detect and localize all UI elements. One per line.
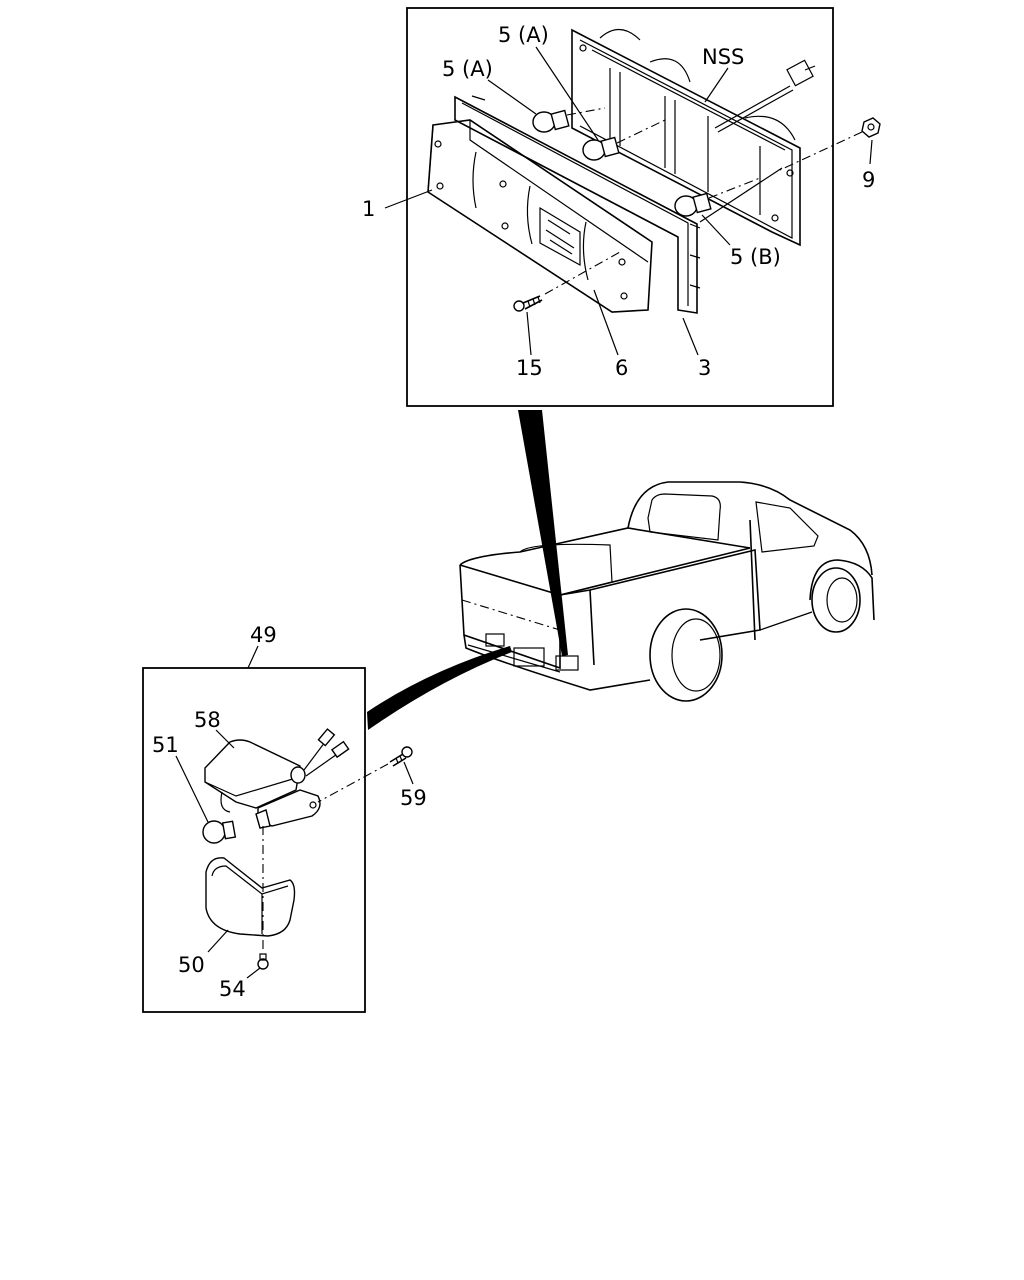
- rear-lamp-inset: 1 3 6 15 5 (A) 5 (A) 5 (B) NSS 9: [362, 7, 881, 407]
- license-lamp-body: [204, 728, 350, 813]
- lamp-lens: [427, 119, 653, 313]
- callout-15: 15: [516, 356, 543, 380]
- callout-6: 6: [615, 356, 628, 380]
- callout-5a-left: 5 (A): [442, 57, 493, 81]
- rear-lamp-inset-frame: [406, 7, 834, 407]
- bulb-5a-top: [582, 136, 620, 161]
- callout-54: 54: [219, 977, 246, 1001]
- leader-3: [682, 317, 699, 356]
- leader-nss: [704, 67, 729, 103]
- leader-6: [593, 289, 619, 356]
- bulb-5a-left: [532, 109, 570, 133]
- callout-nss: NSS: [702, 45, 744, 69]
- nut-9: [861, 117, 881, 138]
- leader-5a-left: [487, 79, 537, 115]
- pointer-wedge-top: [518, 410, 568, 656]
- bulb-51: [202, 820, 237, 844]
- leader-15: [526, 311, 532, 356]
- callout-59: 59: [400, 786, 427, 810]
- lamp-gasket: [454, 95, 701, 314]
- leader-5b: [701, 214, 731, 246]
- screw-15: [513, 295, 543, 312]
- license-lamp-inset: 49 58 51 50 54 59: [142, 623, 427, 1013]
- leader-49: [247, 645, 259, 669]
- leader-5a-top: [535, 46, 599, 141]
- bulb-5b: [674, 192, 712, 217]
- license-lamp-bracket: [255, 789, 321, 829]
- screw-54: [257, 953, 269, 970]
- callout-50: 50: [178, 953, 205, 977]
- pointer-wedge-left: [367, 646, 512, 730]
- callout-51: 51: [152, 733, 179, 757]
- screw-59: [389, 746, 413, 767]
- callout-49: 49: [250, 623, 277, 647]
- callout-3: 3: [698, 356, 711, 380]
- leader-9: [869, 139, 873, 165]
- license-lamp-inset-frame: [142, 667, 366, 1013]
- leader-1: [384, 189, 433, 209]
- callout-58: 58: [194, 708, 221, 732]
- license-lamp-cover: [205, 857, 296, 937]
- pickup-truck: [459, 481, 875, 702]
- lamp-housing: [571, 28, 816, 247]
- leader-50: [207, 929, 229, 953]
- callout-5b: 5 (B): [730, 245, 781, 269]
- leader-58: [215, 729, 235, 749]
- callout-5a-top: 5 (A): [498, 23, 549, 47]
- callout-9: 9: [862, 168, 875, 192]
- leader-51: [175, 755, 209, 823]
- leader-54: [246, 967, 261, 979]
- callout-1: 1: [362, 197, 375, 221]
- leader-59: [403, 761, 414, 785]
